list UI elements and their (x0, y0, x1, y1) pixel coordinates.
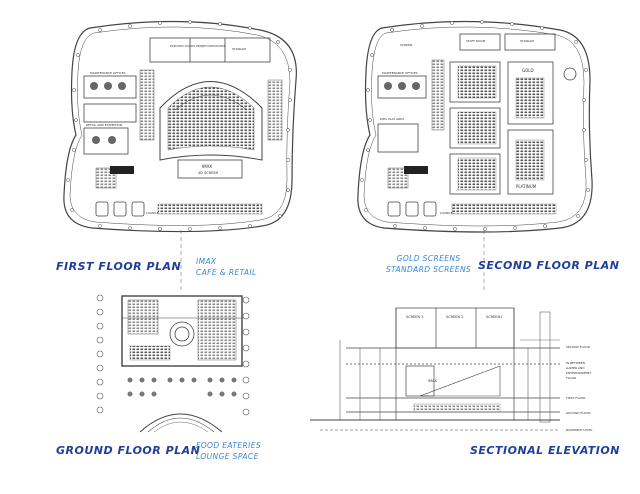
label-staff-room: STAFF ROOM (466, 39, 486, 43)
label-in-between-4: FLOOR (566, 376, 576, 380)
note-second-floor: GOLD SCREENS STANDARD SCREENS (386, 253, 471, 275)
label-basement-level: BASEMENT LEVEL (566, 428, 593, 432)
label-4d-screen: 4D SCREEN (198, 171, 219, 175)
title-ground-floor-plan: GROUND FLOOR PLAN (56, 444, 201, 457)
label-electric-room: ELECTRIC ROOM (170, 44, 195, 48)
title-sectional-elevation: SECTIONAL ELEVATION (470, 444, 620, 457)
label-screen-1: SCREEN1 (486, 315, 502, 319)
label-second-floor-level: SECOND FLOOR (566, 345, 590, 349)
note-first-floor: IMAX CAFE & RETAIL (196, 256, 257, 278)
note-ground-floor: FOOD EATERIES LOUNGE SPACE (196, 440, 261, 462)
label-screen-3: SCREEN 3 (406, 315, 423, 319)
second-floor-plan (357, 20, 593, 233)
label-in-between-3: ENTERTAINMENT (566, 371, 591, 375)
label-imax-screen: IMAX (202, 164, 212, 169)
label-lounge-second: LOUNGE (440, 211, 453, 215)
note-cafe-retail: CAFE & RETAIL (196, 268, 257, 277)
label-in-between-1: IN BETWEEN (566, 361, 585, 365)
ground-floor-plan (96, 294, 250, 433)
first-floor-plan (63, 20, 297, 233)
label-kids-play-area: KIDS PLAY AREA (380, 117, 405, 121)
label-storage: STORAGE (232, 47, 246, 51)
note-standard-screens: STANDARD SCREENS (386, 265, 472, 274)
label-first-floor-level: FIRST FLOOR (566, 396, 585, 400)
note-imax: IMAX (196, 257, 217, 266)
label-in-between-2: GAMER AND (566, 366, 585, 370)
title-second-floor-plan: SECOND FLOOR PLAN (478, 259, 620, 272)
label-gold: GOLD (522, 68, 534, 73)
label-platinum: PLATINUM (516, 184, 537, 189)
label-screen-second: SCREEN (400, 43, 412, 47)
label-maintenance-second: MAINTENANCE OFFICES (382, 71, 418, 75)
label-maintenance-offices: MAINTENANCE OFFICES (90, 71, 126, 75)
label-retail-exhibition: RETAIL AND EXHIBITION (86, 123, 122, 127)
note-lounge-space: LOUNGE SPACE (196, 452, 259, 461)
label-imax-section: IMAX (428, 379, 437, 383)
note-gold-screens: GOLD SCREENS (396, 254, 461, 263)
title-first-floor-plan: FIRST FLOOR PLAN (56, 260, 182, 273)
label-ground-floor-level: GROUND FLOOR (566, 411, 591, 415)
label-screen-2: SCREEN 2 (446, 315, 463, 319)
label-projection-room: PROJECTION ROOM (196, 44, 225, 48)
label-storage-second: STORAGE (520, 39, 534, 43)
label-lounge-first: LOUNGE (146, 211, 159, 215)
sectional-elevation (310, 307, 560, 431)
note-food-eateries: FOOD EATERIES (196, 441, 262, 450)
